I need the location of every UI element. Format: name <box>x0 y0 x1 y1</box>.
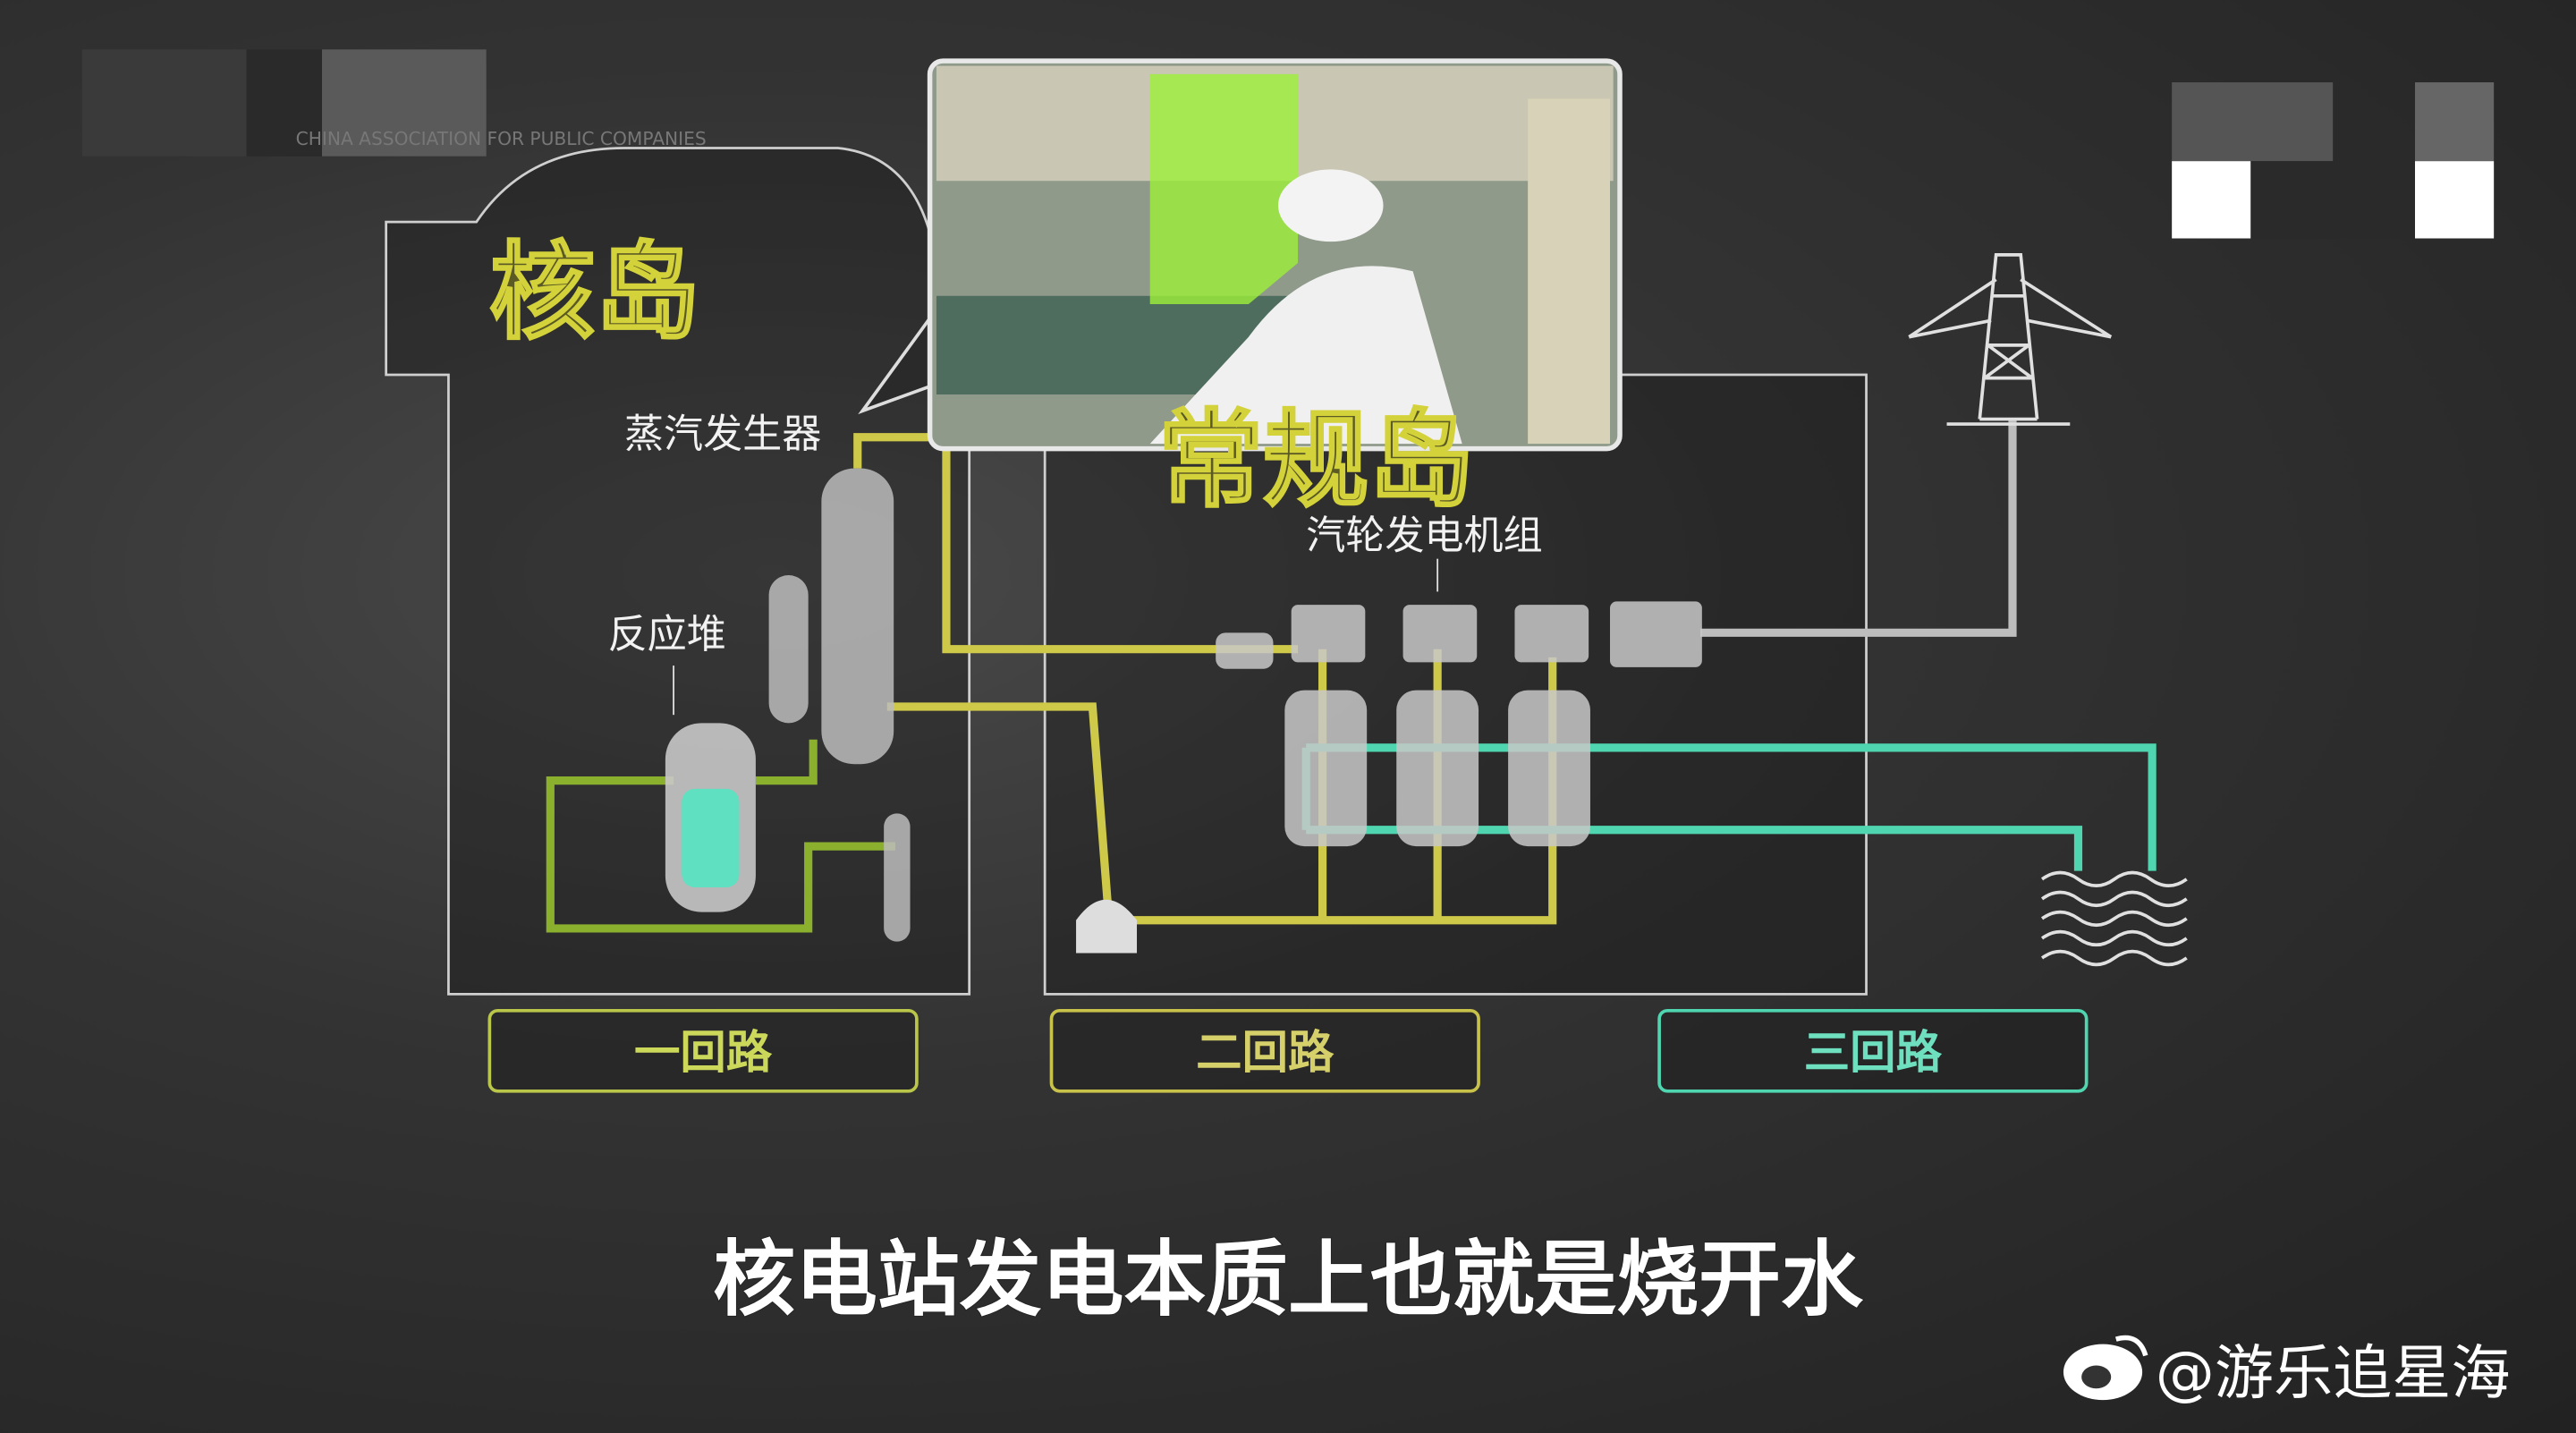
reactor-core <box>682 788 740 888</box>
reactor-label: 反应堆 <box>608 612 726 657</box>
steam-generator <box>821 468 894 765</box>
subtitle: 核电站发电本质上也就是烧开水 <box>713 1232 1864 1327</box>
pixelated-logo-left <box>81 49 487 157</box>
pressurizer <box>768 575 809 724</box>
loop-1-button[interactable]: 一回路 <box>487 1008 919 1093</box>
condenser-pump <box>1076 899 1138 954</box>
turbine-label: 汽轮发电机组 <box>1306 513 1542 559</box>
grid-line <box>1700 419 2017 637</box>
weibo-icon <box>2063 1335 2148 1401</box>
watermark: @游乐追星海 <box>2156 1339 2511 1408</box>
conventional-island-title: 常规岛 <box>1158 399 1474 521</box>
video-inset <box>858 58 1623 452</box>
turbine-generator-set <box>1216 601 1702 847</box>
loop-3-button[interactable]: 三回路 <box>1657 1008 2089 1093</box>
loop-1-label: 一回路 <box>634 1026 773 1080</box>
power-pylon-icon <box>1908 253 2113 426</box>
loop-2-button[interactable]: 二回路 <box>1049 1008 1480 1093</box>
loop-3-label: 三回路 <box>1804 1026 1943 1080</box>
coolant-pump <box>884 813 911 942</box>
pixelated-logo-right <box>2172 82 2495 239</box>
nuclear-island-title: 核岛 <box>489 232 699 354</box>
primary-loop-pipe <box>546 739 896 933</box>
steam-generator-label: 蒸汽发生器 <box>624 411 821 457</box>
water-waves-icon <box>2040 870 2188 967</box>
faint-logo-text: CHINA ASSOCIATION FOR PUBLIC COMPANIES <box>296 128 707 149</box>
loop-2-label: 二回路 <box>1196 1026 1335 1080</box>
conventional-island-outline <box>1043 373 1868 996</box>
